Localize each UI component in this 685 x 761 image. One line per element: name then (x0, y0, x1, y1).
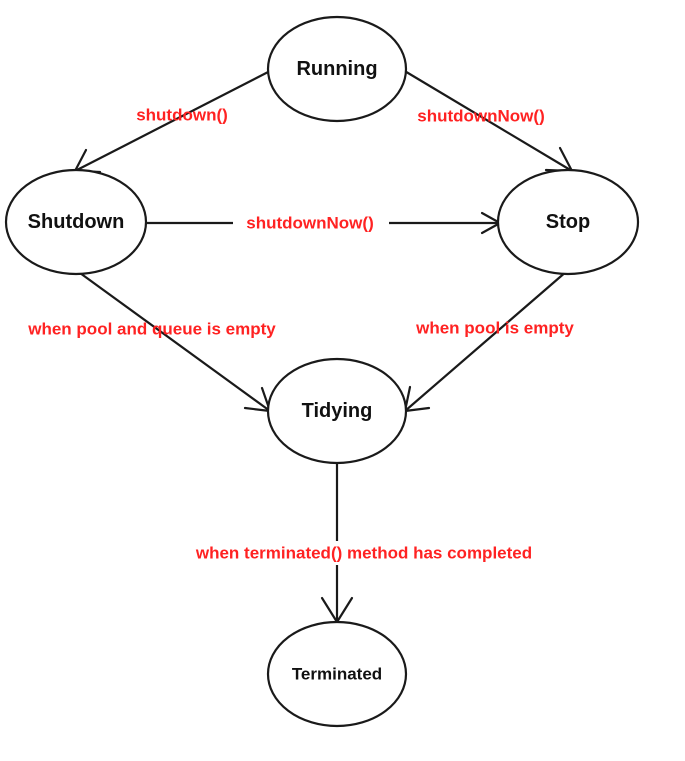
state-stop-ellipse (496, 168, 640, 276)
label-shutdown-to-tidying: when pool and queue is empty (27, 320, 276, 339)
state-terminated: Terminated (266, 620, 408, 728)
label-stop-to-tidying: when pool is empty (415, 319, 574, 338)
state-tidying: Tidying (266, 357, 408, 465)
state-tidying-ellipse (266, 357, 408, 465)
label-tidying-to-terminated: when terminated() method has completed (195, 544, 532, 563)
state-shutdown-ellipse (4, 168, 148, 276)
label-shutdown-to-stop: shutdownNow() (246, 214, 373, 233)
state-shutdown: Shutdown (4, 168, 148, 276)
state-stop: Stop (496, 168, 640, 276)
state-shutdown-label: Shutdown (28, 211, 125, 233)
edges (73, 69, 574, 624)
label-running-to-shutdown: shutdown() (136, 106, 228, 125)
edge-shutdown-to-tidying (79, 272, 271, 412)
state-terminated-ellipse (266, 620, 408, 728)
edge-labels: shutdown() shutdownNow() shutdownNow() w… (27, 106, 574, 565)
edge-running-to-shutdown (74, 69, 273, 172)
edge-stop-to-tidying (404, 270, 568, 412)
label-running-to-stop: shutdownNow() (417, 107, 544, 126)
state-tidying-label: Tidying (302, 400, 373, 422)
state-terminated-label: Terminated (292, 665, 382, 684)
state-running: Running (266, 15, 408, 123)
state-stop-label: Stop (546, 211, 590, 233)
state-running-ellipse (266, 15, 408, 123)
edge-running-to-stop (402, 69, 573, 172)
state-running-label: Running (296, 58, 377, 80)
